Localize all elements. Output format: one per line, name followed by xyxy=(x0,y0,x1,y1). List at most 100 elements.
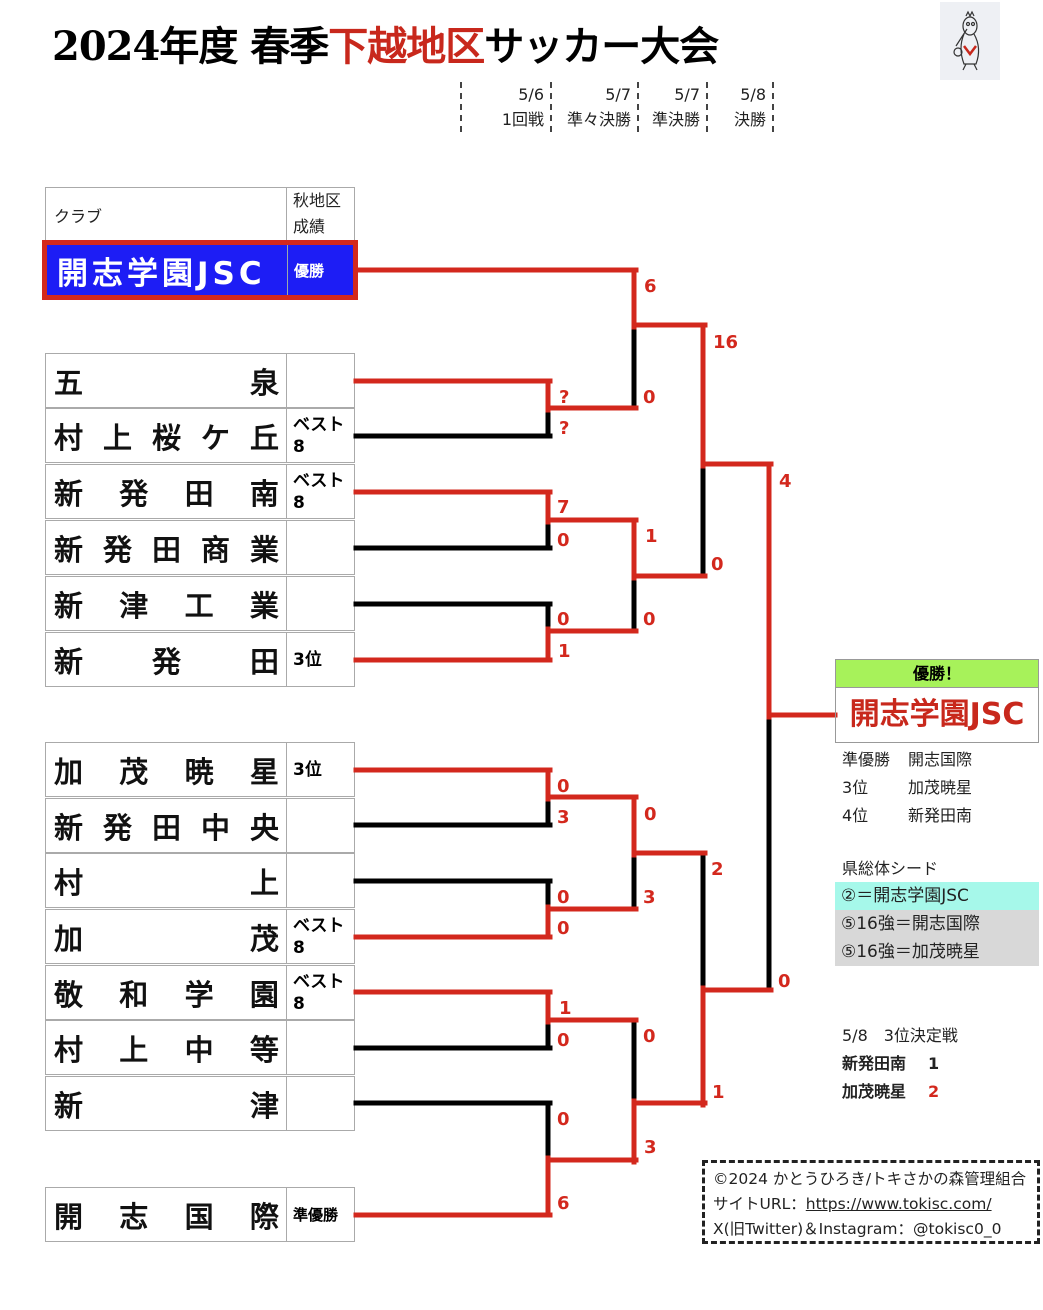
team-name: 村上桜ケ丘 xyxy=(46,409,287,462)
match-score: 1 xyxy=(712,1082,725,1103)
match-score: 0 xyxy=(557,1109,570,1130)
standing-row: 準優勝開志国際 xyxy=(842,746,972,774)
match-score: 0 xyxy=(711,554,724,575)
match-score: 0 xyxy=(557,530,570,551)
team-row: 新発田 3位 xyxy=(45,632,355,687)
team-row: 敬和学園ベスト 8 xyxy=(45,965,355,1020)
match-score: 0 xyxy=(557,887,570,908)
match-score: 0 xyxy=(557,609,570,630)
team-row: 加茂暁星 3位 xyxy=(45,742,355,797)
team-name: 村上 xyxy=(46,854,287,907)
match-score: 1 xyxy=(559,998,572,1019)
seeds-list: ②＝開志学園JSC ⑤16強＝開志国際 ⑤16強＝加茂暁星 xyxy=(835,882,1039,966)
match-score: 1 xyxy=(645,526,658,547)
match-score: 16 xyxy=(713,332,739,353)
team-row: 新発田中央 xyxy=(45,798,355,853)
round-label: 1回戦 xyxy=(501,110,544,129)
site-line: サイトURL：https://www.tokisc.com/ xyxy=(713,1192,1037,1217)
team-name: 五泉 xyxy=(46,354,287,407)
match-score: 6 xyxy=(557,1193,570,1214)
result-header: 秋地区 成績 xyxy=(293,191,342,236)
match-score: 0 xyxy=(643,1026,656,1047)
champion-name: 開志学園JSC xyxy=(849,697,1025,732)
team-row: 新発田南ベスト 8 xyxy=(45,464,355,519)
team-name: 加茂暁星 xyxy=(46,743,287,796)
sns-info: X(旧Twitter)＆Instagram：@tokisc0_0 xyxy=(713,1220,1002,1238)
match-score: 7 xyxy=(557,497,570,518)
seed-item: ⑤16強＝加茂暁星 xyxy=(835,938,1039,966)
match-score: 3 xyxy=(644,1137,657,1158)
team-result: 準優勝 xyxy=(293,1205,339,1224)
team-row: 五泉 xyxy=(45,353,355,408)
match-score: 2 xyxy=(711,859,724,880)
site-label: サイトURL： xyxy=(713,1195,806,1213)
round-date: 5/6 xyxy=(518,85,544,104)
standings: 準優勝開志国際 3位 加茂暁星 4位 新発田南 xyxy=(842,746,972,830)
match-score: 0 xyxy=(557,776,570,797)
third-place-row: 新発田南 1 xyxy=(842,1050,958,1078)
team-name: 新津 xyxy=(46,1077,287,1130)
mascot-logo xyxy=(940,2,1000,80)
copyright: ©2024 かとうひろき/トキさかの森管理組合 xyxy=(713,1170,1027,1188)
team-result: ベスト 8 xyxy=(293,414,345,457)
standing-row: 4位 新発田南 xyxy=(842,802,972,830)
round-3: 5/7 準決勝 xyxy=(637,82,706,132)
standing-team: 加茂暁星 xyxy=(908,778,973,797)
seeds-title: 県総体シード xyxy=(842,859,939,878)
team-name: 村上中等 xyxy=(46,1021,287,1074)
match-score: 6 xyxy=(644,276,657,297)
standing-row: 3位 加茂暁星 xyxy=(842,774,972,802)
seed-team-row: 開志学園JSC 優勝 xyxy=(42,240,358,300)
team-name: 新津工業 xyxy=(46,577,287,630)
team-name: 新発田南 xyxy=(46,465,287,518)
team-result: 3位 xyxy=(293,649,322,670)
team: 新発田南 xyxy=(842,1054,907,1073)
team-result: ベスト 8 xyxy=(293,971,345,1014)
team-name: 新発田 xyxy=(46,633,287,686)
team-result: 3位 xyxy=(293,759,322,780)
round-label: 決勝 xyxy=(733,110,766,129)
team-name: 開志国際 xyxy=(46,1188,287,1241)
match-score: 0 xyxy=(557,1030,570,1051)
match-score: 0 xyxy=(778,971,791,992)
team-row: 新発田商業 xyxy=(45,520,355,575)
match-score: ? xyxy=(559,418,570,439)
standing-rank: 3位 xyxy=(842,778,869,797)
team-row: 村上桜ケ丘ベスト 8 xyxy=(45,408,355,463)
standing-team: 開志国際 xyxy=(908,750,973,769)
third-place-row: 加茂暁星 2 xyxy=(842,1078,958,1106)
team-name: 敬和学園 xyxy=(46,966,287,1019)
champion-header: 優勝！ xyxy=(836,660,1038,688)
round-date: 5/7 xyxy=(605,85,631,104)
team-row: 加茂ベスト 8 xyxy=(45,909,355,964)
team-result: 優勝 xyxy=(294,261,325,280)
round-date: 5/7 xyxy=(674,85,700,104)
standing-rank: 準優勝 xyxy=(842,750,891,769)
title-region: 下越地区 xyxy=(328,23,485,70)
standing-rank: 4位 xyxy=(842,806,869,825)
team-result: ベスト 8 xyxy=(293,470,345,513)
site-link[interactable]: https://www.tokisc.com/ xyxy=(805,1195,992,1213)
team-row: 村上中等 xyxy=(45,1020,355,1075)
title-suffix: サッカー大会 xyxy=(484,23,719,70)
standing-team: 新発田南 xyxy=(908,806,973,825)
team-name: 新発田商業 xyxy=(46,521,287,574)
footer-credits: ©2024 かとうひろき/トキさかの森管理組合 サイトURL：https://w… xyxy=(702,1160,1040,1244)
match-score: 4 xyxy=(779,471,792,492)
team-result: ベスト 8 xyxy=(293,915,345,958)
score: 1 xyxy=(928,1054,940,1073)
match-score: 0 xyxy=(644,804,657,825)
round-label: 準決勝 xyxy=(651,110,700,129)
match-score: 3 xyxy=(643,887,656,908)
third-place-title: 5/8 3位決定戦 xyxy=(842,1026,958,1045)
team-row: 村上 xyxy=(45,853,355,908)
seed-item: ⑤16強＝開志国際 xyxy=(835,910,1039,938)
score: 2 xyxy=(928,1082,940,1101)
page-title: 2024年度 春季下越地区サッカー大会 xyxy=(52,14,719,72)
